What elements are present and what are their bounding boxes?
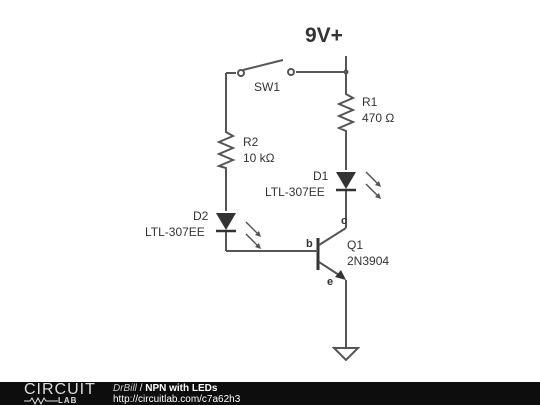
r2-value-label: 10 kΩ <box>243 151 275 165</box>
wires <box>225 56 347 348</box>
d2-ref-label: D2 <box>193 209 209 223</box>
r2-ref-label: R2 <box>243 135 259 149</box>
resistor-icon <box>216 128 236 170</box>
d2-part-label: LTL-307EE <box>145 225 205 239</box>
credit-separator: / <box>136 383 146 394</box>
ground-icon <box>331 347 361 362</box>
q1-part-label: 2N3904 <box>347 254 389 268</box>
resistor-icon <box>336 90 356 134</box>
junction-dot <box>343 69 349 75</box>
q1-emitter-pin: e <box>327 276 333 288</box>
author-name[interactable]: DrBill <box>113 383 137 394</box>
d1-ref-label: D1 <box>313 169 329 183</box>
circuit-title: NPN with LEDs <box>145 383 218 394</box>
circuitlab-logo-lab: LAB <box>58 396 78 405</box>
npn-transistor-icon <box>308 227 347 280</box>
circuitlab-logo[interactable]: CIRCUIT <box>24 381 96 398</box>
q1-base-pin: b <box>306 238 313 250</box>
circuit-url-link[interactable]: http://circuitlab.com/c7a62h3 <box>113 394 241 405</box>
footer-bar: CIRCUIT LAB DrBill / NPN with LEDs http:… <box>0 382 540 405</box>
resistor-logo-icon <box>24 397 58 405</box>
switch-icon <box>237 59 295 77</box>
led-icon <box>216 213 261 249</box>
r1-value-label: 470 Ω <box>362 111 394 125</box>
footer-credits: DrBill / NPN with LEDs <box>113 383 217 394</box>
q1-ref-label: Q1 <box>347 238 363 252</box>
led-icon <box>336 171 381 199</box>
supply-label: 9V+ <box>305 24 343 47</box>
circuit-schematic: 9V+ SW1 R1 470 Ω R2 10 kΩ D1 <box>145 24 394 362</box>
d1-part-label: LTL-307EE <box>265 185 325 199</box>
r1-ref-label: R1 <box>362 95 378 109</box>
sw1-label: SW1 <box>254 80 280 94</box>
q1-collector-pin: c <box>341 215 347 227</box>
